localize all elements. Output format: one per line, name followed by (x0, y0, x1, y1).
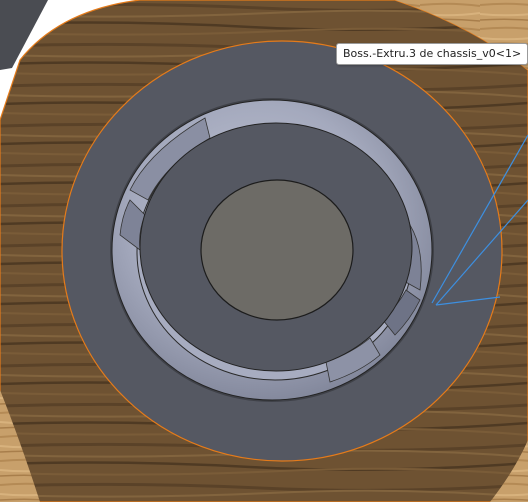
sketch-line-1[interactable] (431, 134, 528, 304)
tooltip-text: Boss.-Extru.3 de chassis_v0<1> (343, 47, 522, 60)
wood-edge-bottom-right (490, 440, 528, 502)
sketch-line-2[interactable] (435, 199, 528, 306)
ring-slot-top-left (129, 117, 211, 201)
gray-part-corner (0, 0, 48, 70)
wood-edge-lower-left (0, 390, 40, 502)
wood-edge-top-right (395, 0, 528, 70)
center-hole-face[interactable] (200, 179, 354, 321)
sketch-line-3[interactable] (435, 296, 501, 306)
feature-tooltip: Boss.-Extru.3 de chassis_v0<1> (336, 43, 528, 65)
